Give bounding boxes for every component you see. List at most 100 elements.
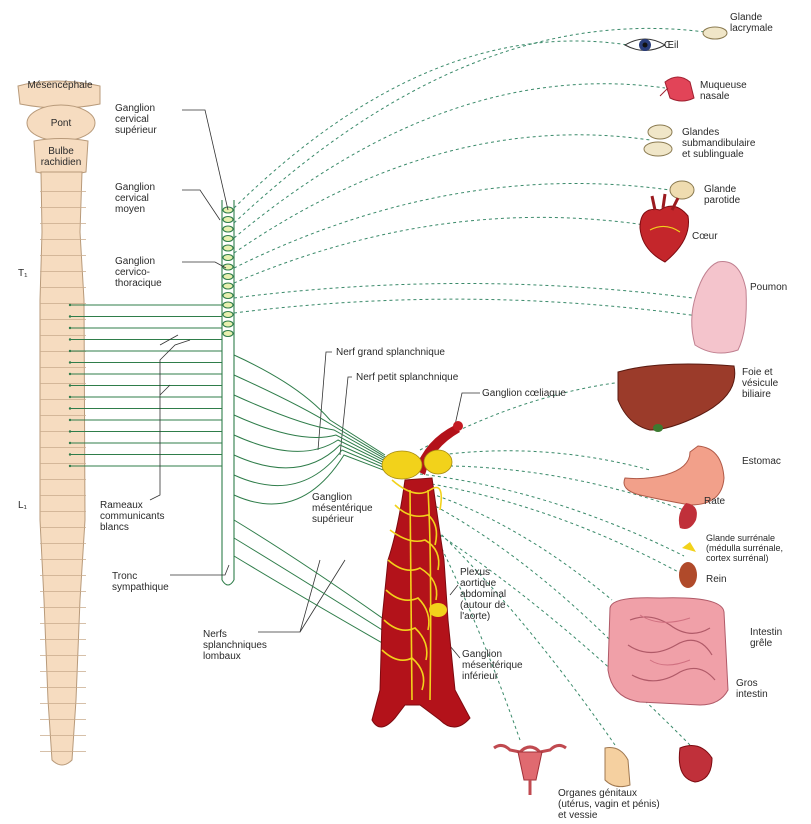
postganglionic-fiber: [234, 183, 670, 268]
submandibular-glands-icon: [644, 125, 672, 156]
chain-ganglion: [223, 245, 233, 251]
ramus-origin: [69, 304, 71, 306]
label-nerfs-lombaux: Nerfs splanchniques lombaux: [203, 629, 267, 662]
postganglionic-fiber: [234, 28, 705, 223]
label-muqueuse: Muqueuse nasale: [700, 80, 747, 102]
celiac-ganglion-left: [382, 451, 422, 479]
postganglionic-fiber: [420, 498, 620, 650]
label-pont: Pont: [28, 118, 94, 129]
postganglionic-fiber: [234, 217, 645, 283]
label-petit-splanchnique: Nerf petit splanchnique: [356, 372, 458, 383]
ramus-origin: [69, 407, 71, 409]
ramus-origin: [69, 419, 71, 421]
eye-icon: [625, 39, 665, 51]
celiac-ganglion-right: [424, 450, 452, 474]
rami-lines: [69, 304, 222, 467]
ramus-origin: [69, 315, 71, 317]
label-plexus: Plexus aortique abdominal (autour de l'a…: [460, 567, 506, 622]
chain-ganglion: [223, 283, 233, 289]
label-mesenterique-inf: Ganglion mésentérique inférieur: [462, 649, 523, 682]
label-submandibulaire: Glandes submandibulaire et sublinguale: [682, 127, 755, 160]
aorta-group: [372, 421, 470, 727]
label-lacrymale: Glande lacrymale: [730, 12, 773, 34]
label-bulbe: Bulbe rachidien: [30, 146, 92, 168]
celiac-artery-end: [453, 421, 463, 431]
lung-icon: [692, 262, 747, 353]
splanchnic-nerve: [234, 415, 391, 464]
label-mesenterique-sup: Ganglion mésentérique supérieur: [312, 492, 373, 525]
label-ganglion-cervical-moyen: Ganglion cervical moyen: [115, 182, 155, 215]
nasal-mucosa-icon: [660, 77, 694, 101]
chain-ganglion: [223, 312, 233, 318]
chain-ganglion: [223, 331, 233, 337]
label-mesencephale: Mésencéphale: [20, 80, 100, 91]
parotid-gland-icon: [670, 181, 694, 199]
label-genitaux: Organes génitaux (utérus, vagin et pénis…: [558, 788, 660, 821]
label-t1: T₁: [18, 268, 27, 279]
chain-ganglion: [223, 255, 233, 261]
spinal-cord: [18, 81, 100, 765]
chain-ganglion: [223, 321, 233, 327]
label-surrenale: Glande surrénale (médulla surrénale, cor…: [706, 533, 783, 563]
label-poumon: Poumon: [750, 282, 787, 293]
ramus-origin: [69, 361, 71, 363]
cord-segments: [40, 180, 86, 765]
chain-ganglia: [223, 207, 233, 337]
chain-ganglion: [223, 236, 233, 242]
spleen-icon: [679, 503, 697, 529]
label-estomac: Estomac: [742, 456, 781, 467]
splanchnic-nerve: [234, 450, 397, 486]
intestine-icon: [608, 598, 728, 705]
postganglionic-fiber: [234, 299, 712, 318]
postganglionic-fiber: [420, 451, 650, 470]
label-ganglion-cervico-thoracique: Ganglion cervico- thoracique: [115, 256, 162, 289]
ramus-origin: [69, 430, 71, 432]
postganglionic-fiber: [234, 283, 708, 300]
label-foie: Foie et vésicule biliaire: [742, 367, 778, 400]
penis-icon: [605, 748, 630, 787]
label-l1: L₁: [18, 500, 27, 511]
chain-ganglion: [223, 274, 233, 280]
uterus-icon: [494, 745, 566, 795]
ramus-origin: [69, 453, 71, 455]
label-rate: Rate: [704, 496, 725, 507]
kidney-icon: [679, 562, 697, 588]
bladder-icon: [679, 746, 712, 782]
label-parotide: Glande parotide: [704, 184, 740, 206]
liver-icon: [618, 364, 735, 430]
adrenal-gland-icon: [682, 542, 696, 552]
ramus-origin: [69, 338, 71, 340]
label-rein: Rein: [706, 574, 727, 585]
lacrimal-gland-icon: [703, 27, 727, 39]
label-coeur: Cœur: [692, 231, 718, 242]
ramus-origin: [69, 350, 71, 352]
heart-icon: [640, 194, 689, 262]
postganglionic-fiber: [234, 135, 650, 253]
gallbladder-icon: [653, 424, 663, 432]
ramus-origin: [69, 442, 71, 444]
chain-ganglion: [223, 226, 233, 232]
label-oeil: Œil: [664, 40, 678, 51]
label-intestin-grele: Intestin grêle: [750, 627, 782, 649]
postganglionic-fiber: [234, 84, 665, 238]
postganglionic-fiber: [420, 490, 612, 600]
chain-ganglion: [223, 217, 233, 223]
ramus-origin: [69, 384, 71, 386]
label-ganglion-cervical-superieur: Ganglion cervical supérieur: [115, 103, 157, 136]
label-grand-splanchnique: Nerf grand splanchnique: [336, 347, 445, 358]
ramus-origin: [69, 373, 71, 375]
ramus-origin: [69, 465, 71, 467]
postganglionic-fiber: [234, 41, 628, 208]
label-rameaux: Rameaux communicants blancs: [100, 500, 164, 533]
label-tronc: Tronc sympathique: [112, 571, 169, 593]
inferior-mesenteric-ganglion: [429, 603, 447, 617]
splanchnic-nerve: [234, 375, 387, 458]
label-coeliaque: Ganglion cœliaque: [482, 388, 566, 399]
chain-ganglion: [223, 293, 233, 299]
label-gros-intestin: Gros intestin: [736, 678, 768, 700]
chain-ganglion: [223, 302, 233, 308]
ramus-origin: [69, 396, 71, 398]
lumbar-splanchnic-nerve: [234, 538, 395, 638]
splanchnic-nerve: [234, 435, 393, 467]
ramus-origin: [69, 327, 71, 329]
